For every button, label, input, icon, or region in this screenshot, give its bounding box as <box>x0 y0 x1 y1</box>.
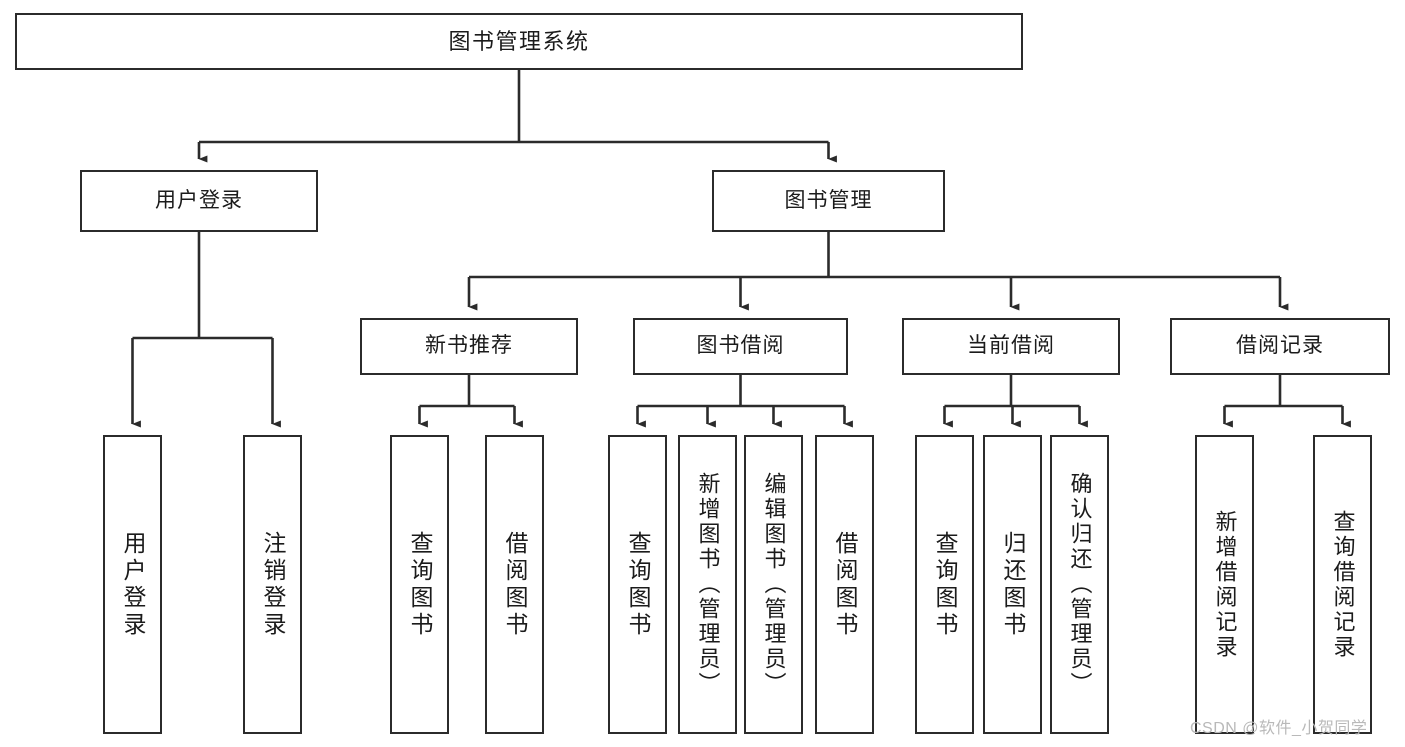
node-bookmgmt[interactable]: 图书管理 <box>712 170 945 232</box>
node-login[interactable]: 用户登录 <box>80 170 318 232</box>
node-leaf-bw-borrow[interactable]: 借阅图书 <box>815 435 874 734</box>
node-label: 新增借阅记录 <box>1212 509 1238 660</box>
node-leaf-cu-return[interactable]: 归还图书 <box>983 435 1042 734</box>
node-label: 借阅图书 <box>832 530 858 639</box>
node-leaf-bw-add[interactable]: 新增图书（管理员） <box>678 435 737 734</box>
node-leaf-cu-confirm[interactable]: 确认归还（管理员） <box>1050 435 1109 734</box>
node-leaf-nb-query[interactable]: 查询图书 <box>390 435 449 734</box>
node-label: 图书借阅 <box>696 334 785 358</box>
node-leaf-logout[interactable]: 注销登录 <box>243 435 302 734</box>
node-label: 用户登录 <box>155 188 243 212</box>
node-leaf-bw-query[interactable]: 查询图书 <box>608 435 667 734</box>
node-label: 查询图书 <box>625 530 651 639</box>
node-leaf-user-login[interactable]: 用户登录 <box>103 435 162 734</box>
node-current[interactable]: 当前借阅 <box>902 318 1120 375</box>
node-leaf-rc-add[interactable]: 新增借阅记录 <box>1195 435 1254 734</box>
node-leaf-rc-query[interactable]: 查询借阅记录 <box>1313 435 1372 734</box>
node-label: 新增图书（管理员） <box>695 472 721 697</box>
node-borrow[interactable]: 图书借阅 <box>633 318 848 375</box>
node-label: 查询图书 <box>932 530 958 639</box>
node-leaf-bw-edit[interactable]: 编辑图书（管理员） <box>744 435 803 734</box>
node-label: 当前借阅 <box>967 334 1055 358</box>
watermark: CSDN @软件_小贺同学 <box>1190 720 1368 737</box>
node-newbook[interactable]: 新书推荐 <box>360 318 578 375</box>
node-label: 编辑图书（管理员） <box>761 472 787 697</box>
node-label: 新书推荐 <box>425 334 513 358</box>
node-label: 借阅图书 <box>502 530 528 639</box>
node-root[interactable]: 图书管理系统 <box>15 13 1023 70</box>
node-label: 借阅记录 <box>1236 334 1324 358</box>
node-label: 查询借阅记录 <box>1330 509 1356 660</box>
node-label: 注销登录 <box>260 530 286 639</box>
node-leaf-nb-borrow[interactable]: 借阅图书 <box>485 435 544 734</box>
node-label: 图书管理系统 <box>448 28 590 54</box>
node-label: 用户登录 <box>120 530 146 639</box>
node-label: 确认归还（管理员） <box>1067 472 1093 697</box>
node-records[interactable]: 借阅记录 <box>1170 318 1390 375</box>
node-leaf-cu-query[interactable]: 查询图书 <box>915 435 974 734</box>
node-label: 查询图书 <box>407 530 433 639</box>
node-label: 图书管理 <box>784 188 873 212</box>
node-label: 归还图书 <box>1000 530 1026 639</box>
